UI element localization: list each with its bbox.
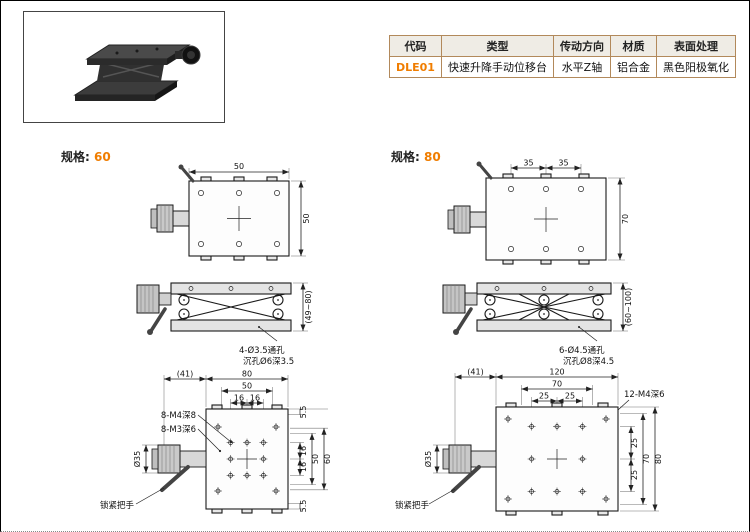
dim-row-span-60: 50 xyxy=(311,454,320,464)
dim-height-range-80: (60~100) xyxy=(624,288,633,326)
drawing-60-side-view: (49~80) 4-Ø3.5通孔 沉孔Ø6深3.5 xyxy=(136,282,313,367)
scissor-mechanism xyxy=(482,293,606,321)
adjustment-knob xyxy=(447,205,487,234)
dim-knob-offset-80: (41) xyxy=(467,368,483,377)
dim-row-pitch1-60: 16 xyxy=(299,446,308,456)
lock-lever xyxy=(147,307,167,335)
dim-row-span-80: 70 xyxy=(642,454,651,464)
lab-jack-rendering xyxy=(73,44,201,101)
table-header-finish: 表面处理 xyxy=(655,35,736,57)
adjustment-knob xyxy=(151,444,207,474)
dim-row-pitch2-60: 16 xyxy=(299,462,308,472)
clamp-lever xyxy=(178,164,195,183)
dim-pitch-left-60: 16 xyxy=(234,394,244,403)
center-mark xyxy=(227,206,251,231)
bottom-plate xyxy=(170,319,292,332)
dim-base-width-60: 80 xyxy=(242,370,252,379)
table-header-code: 代码 xyxy=(389,35,442,57)
label-m3-holes-60: 8-M3深6 xyxy=(161,425,196,435)
callout-counterbore-60: 沉孔Ø6深3.5 xyxy=(243,356,294,367)
callout-through-holes-80: 6-Ø4.5通孔 xyxy=(559,345,605,356)
dim-pitch-left-80: 25 xyxy=(539,392,549,401)
spec-label-60: 规格: 60 xyxy=(61,148,111,165)
product-photo-illustration xyxy=(73,44,201,101)
dim-top-pitch-right-80: 35 xyxy=(558,159,568,168)
dim-depth-80: 70 xyxy=(621,214,630,224)
callout-through-holes-60: 4-Ø3.5通孔 xyxy=(239,345,285,356)
label-m4-holes-60: 8-M4深8 xyxy=(161,411,196,421)
dim-knob-offset-60: (41) xyxy=(177,370,193,379)
dim-knob-diameter-60: Ø35 xyxy=(132,451,142,467)
table-header-material: 材质 xyxy=(609,35,657,57)
center-mark xyxy=(534,207,558,232)
knurled-knob xyxy=(136,284,172,314)
dim-pitch-right-80: 25 xyxy=(565,392,575,401)
label-lock-handle-80: 锁紧把手 xyxy=(395,500,430,511)
dim-flange-bottom-60: 5.5 xyxy=(299,500,308,513)
dim-knob-diameter-80: Ø35 xyxy=(423,451,433,467)
label-m4-holes-80: 12-M4深6 xyxy=(624,390,665,400)
bottom-plate xyxy=(476,319,612,332)
label-lock-handle-60: 锁紧把手 xyxy=(100,500,135,511)
table-header-type: 类型 xyxy=(440,35,554,57)
spec-label-text-80: 规格: xyxy=(391,150,420,164)
dim-pitch-right-60: 16 xyxy=(250,394,260,403)
dim-hole-span-60: 50 xyxy=(242,382,252,391)
spec-size-80: 80 xyxy=(424,150,441,164)
drawing-60-top-view: 50 50 xyxy=(150,162,311,261)
clamp-lever xyxy=(476,161,493,180)
dim-flange-top-60: 5.5 xyxy=(299,406,308,419)
hole-pattern xyxy=(213,422,281,496)
product-finish: 黑色阳极氧化 xyxy=(655,56,736,78)
drawing-80-side-view: (60~100) 6-Ø4.5通孔 沉孔Ø8深4.5 xyxy=(442,282,633,367)
lock-lever xyxy=(451,465,481,493)
top-plate xyxy=(476,282,612,295)
drawing-80-top-view: 35 35 70 xyxy=(447,159,630,265)
spec-size-60: 60 xyxy=(94,150,111,164)
scissor-mechanism xyxy=(176,293,286,321)
product-spec-table: 代码 类型 传动方向 材质 表面处理 DLE01 快速升降手动位移台 水平Z轴 … xyxy=(389,35,736,78)
dim-height-range-60: (49~80) xyxy=(304,290,313,323)
dim-row-pitch2-80: 25 xyxy=(630,470,639,480)
product-type: 快速升降手动位移台 xyxy=(440,56,554,78)
drawing-80-bottom-view: (41) 120 70 25 25 12-M4深6 xyxy=(395,368,665,516)
screw-holes xyxy=(508,186,584,252)
dim-base-depth-80: 80 xyxy=(654,454,663,464)
adjustment-knob xyxy=(442,444,497,474)
table-header-row: 代码 类型 传动方向 材质 表面处理 xyxy=(389,35,736,57)
product-direction: 水平Z轴 xyxy=(552,56,611,78)
top-plate xyxy=(170,282,292,295)
product-photo xyxy=(23,11,225,123)
table-header-direction: 传动方向 xyxy=(552,35,611,57)
drawing-60-bottom-view: (41) 80 50 16 16 Ø35 xyxy=(100,370,332,514)
spec-label-80: 规格: 80 xyxy=(391,148,441,165)
knob-shaft xyxy=(175,51,185,59)
lock-lever xyxy=(160,465,190,492)
dim-row-pitch1-80: 25 xyxy=(630,438,639,448)
dim-base-depth-60: 60 xyxy=(323,454,332,464)
dim-depth-60: 50 xyxy=(302,213,311,223)
dim-top-width-60: 50 xyxy=(234,162,244,171)
screw-holes xyxy=(198,190,280,247)
adjustment-knob xyxy=(150,204,190,233)
dim-base-width-80: 120 xyxy=(549,368,564,377)
hole-pattern xyxy=(503,414,611,504)
knurled-knob xyxy=(442,284,478,314)
product-material: 铝合金 xyxy=(609,56,657,78)
product-code: DLE01 xyxy=(389,56,442,78)
dim-hole-span-80: 70 xyxy=(552,380,562,389)
dim-top-pitch-left-80: 35 xyxy=(523,159,533,168)
table-data-row: DLE01 快速升降手动位移台 水平Z轴 铝合金 黑色阳极氧化 xyxy=(389,56,736,78)
callout-counterbore-80: 沉孔Ø8深4.5 xyxy=(563,356,614,367)
spec-label-text-60: 规格: xyxy=(61,150,90,164)
lock-lever xyxy=(453,307,473,335)
